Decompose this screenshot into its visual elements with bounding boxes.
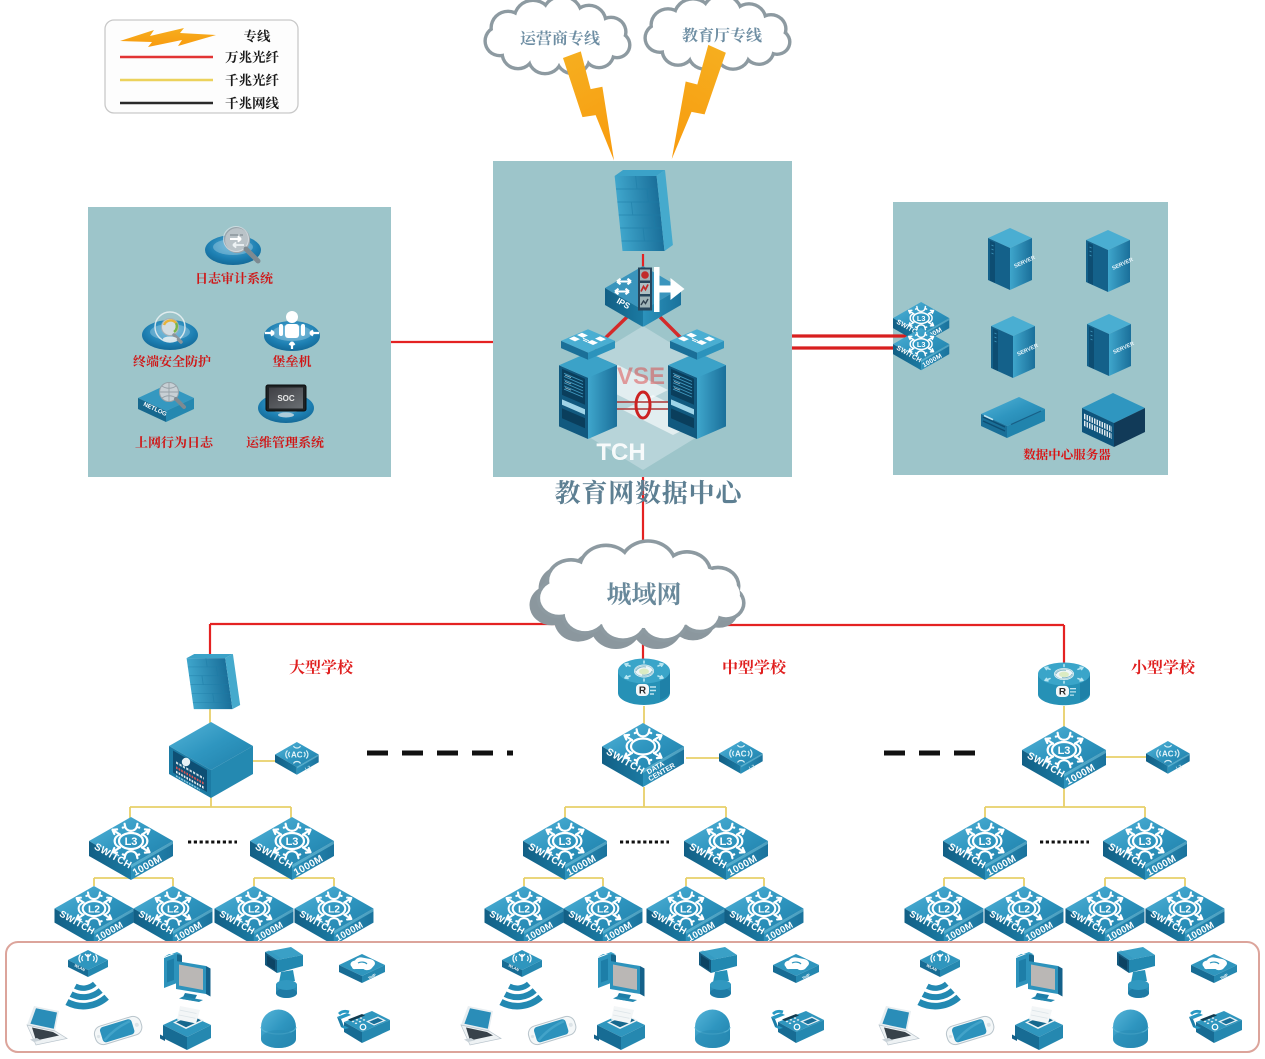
svg-text:VSE: VSE xyxy=(617,363,665,390)
svg-text:SOC: SOC xyxy=(277,394,295,403)
svg-text:TCH: TCH xyxy=(596,439,645,466)
